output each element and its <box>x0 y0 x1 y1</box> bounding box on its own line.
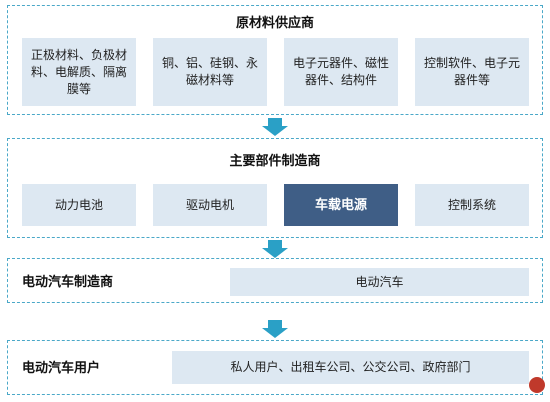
stamp-icon <box>529 377 545 393</box>
box-onboard-power-highlight: 车载电源 <box>284 184 398 226</box>
ev-users-section: 电动汽车用户 私人用户、出租车公司、公交公司、政府部门 <box>7 340 543 395</box>
down-arrow-icon <box>262 240 288 258</box>
box-power-battery: 动力电池 <box>22 184 136 226</box>
box-user-types: 私人用户、出租车公司、公交公司、政府部门 <box>172 351 529 384</box>
box-electronic-components: 电子元器件、磁性器件、结构件 <box>284 38 398 106</box>
section-title-ev-manufacturers: 电动汽车制造商 <box>22 275 114 290</box>
box-metal-materials: 铜、铝、硅钢、永磁材料等 <box>153 38 267 106</box>
box-battery-materials: 正极材料、负极材料、电解质、隔离膜等 <box>22 38 136 106</box>
raw-material-suppliers-section: 原材料供应商 正极材料、负极材料、电解质、隔离膜等 铜、铝、硅钢、永磁材料等 电… <box>7 5 543 115</box>
down-arrow-icon <box>262 118 288 136</box>
down-arrow-icon <box>262 320 288 338</box>
section-title-raw-materials: 原材料供应商 <box>235 16 314 31</box>
box-electric-vehicle: 电动汽车 <box>230 268 529 296</box>
box-drive-motor: 驱动电机 <box>153 184 267 226</box>
ev-manufacturers-section: 电动汽车制造商 电动汽车 <box>7 258 543 303</box>
section-title-components: 主要部件制造商 <box>229 154 321 169</box>
box-control-system: 控制系统 <box>415 184 529 226</box>
section-title-ev-users: 电动汽车用户 <box>22 361 101 376</box>
box-control-software: 控制软件、电子元器件等 <box>415 38 529 106</box>
component-manufacturers-section: 主要部件制造商 动力电池 驱动电机 车载电源 控制系统 <box>7 138 543 238</box>
